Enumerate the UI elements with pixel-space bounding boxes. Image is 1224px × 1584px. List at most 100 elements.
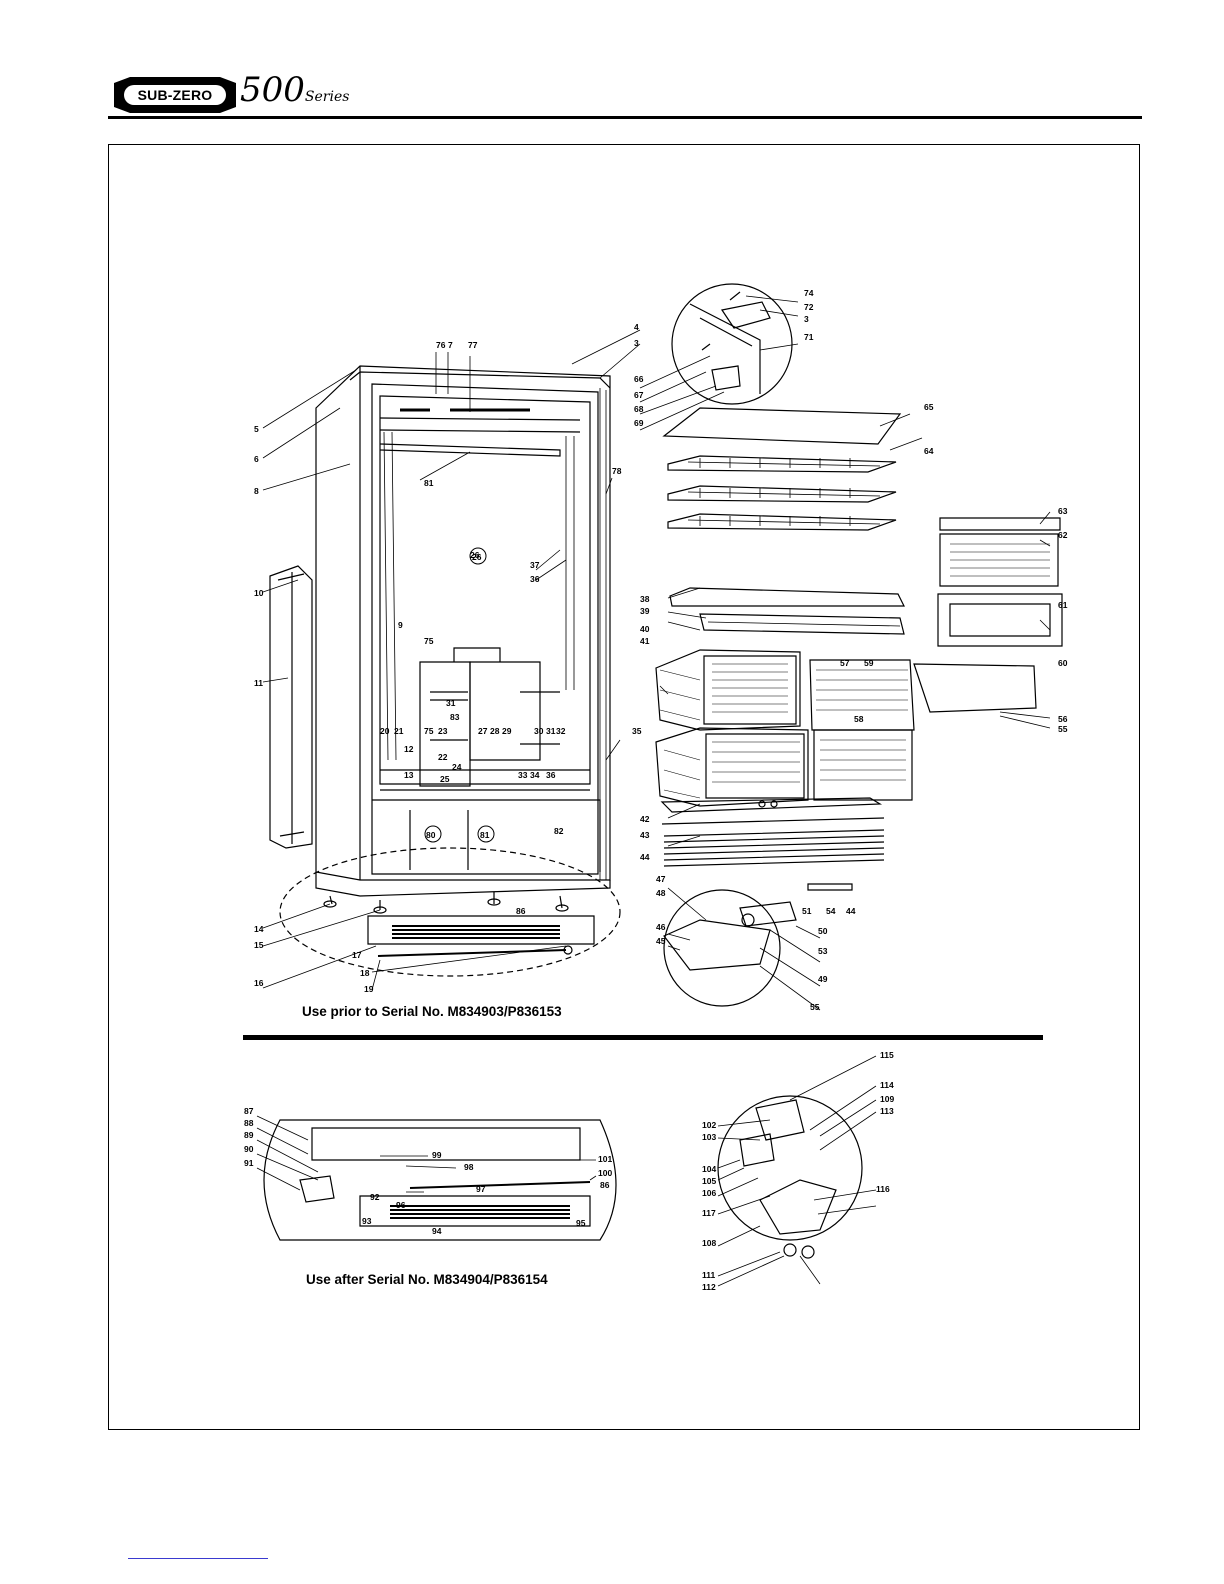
callout-label: 77 — [468, 340, 478, 350]
kick-plate-prior — [279, 847, 621, 977]
callout-label: 113 — [880, 1106, 894, 1116]
callout-label: 24 — [452, 762, 462, 772]
callout-label: 99 — [432, 1150, 442, 1160]
callout-label: 44 — [640, 852, 650, 862]
callout-label: 5 — [254, 424, 259, 434]
callout-labels: 76 7 77 4 3 5 6 8 10 11 81 26 37 36 9 75… — [244, 288, 1068, 1292]
callout-label: 54 — [826, 906, 836, 916]
door-bin — [937, 517, 1063, 647]
callout-label: 42 — [640, 814, 650, 824]
callout-label: 92 — [370, 1192, 380, 1202]
callout-label: 109 — [880, 1094, 894, 1104]
callout-label: 29 — [502, 726, 512, 736]
callout-label: 16 — [254, 978, 264, 988]
callout-label: 105 — [702, 1176, 716, 1186]
callout-label: 48 — [656, 888, 666, 898]
callout-label: 114 — [880, 1080, 894, 1090]
callout-label: 21 — [394, 726, 404, 736]
callout-label: 53 — [818, 946, 828, 956]
diagram-frame — [108, 144, 1140, 1430]
callout-label: 12 — [404, 744, 414, 754]
section-divider — [243, 1035, 1043, 1040]
callout-label: 68 — [634, 404, 644, 414]
callout-label: 7 — [448, 340, 453, 350]
callout-label: 115 — [880, 1050, 894, 1060]
hinge-after — [717, 1095, 863, 1259]
callout-label: 31 — [546, 726, 556, 736]
leader-lines — [256, 295, 1051, 1287]
callout-label: 64 — [924, 446, 934, 456]
callout-label: 40 — [640, 624, 650, 634]
callout-label: 37 — [530, 560, 540, 570]
callout-label: 15 — [254, 940, 264, 950]
callout-label: 111 — [702, 1270, 716, 1280]
callout-label: 10 — [254, 588, 264, 598]
callout-label: 108 — [702, 1238, 716, 1248]
callout-label: 98 — [464, 1162, 474, 1172]
callout-label: 88 — [244, 1118, 254, 1128]
callout-label: 34 — [530, 770, 540, 780]
callout-label: 28 — [490, 726, 500, 736]
callout-label: 78 — [612, 466, 622, 476]
callout-label: 94 — [432, 1226, 442, 1236]
callout-label: 8 — [254, 486, 259, 496]
brand-name: SUB-ZERO — [137, 87, 213, 103]
sub-zero-logo — [114, 77, 236, 113]
callout-label: 58 — [854, 714, 864, 724]
callout-label: 97 — [476, 1184, 486, 1194]
callout-label: 49 — [818, 974, 828, 984]
callout-label: 31 — [446, 698, 456, 708]
callout-label: 59 — [864, 658, 874, 668]
caption-prior-serial: Use prior to Serial No. M834903/P836153 — [302, 1004, 562, 1019]
footer-link-underline[interactable] — [128, 1558, 268, 1559]
header-rule — [108, 116, 1142, 119]
callout-label: 75 — [424, 726, 434, 736]
callout-label: 80 — [426, 830, 436, 840]
refrigerator-cabinet — [315, 365, 611, 897]
series-number: 500 — [240, 70, 305, 110]
callout-label: 82 — [554, 826, 564, 836]
callout-label: 91 — [244, 1158, 254, 1168]
callout-label: 9 — [398, 620, 403, 630]
series-mark: 500Series — [240, 64, 349, 116]
series-word: Series — [304, 89, 350, 105]
callout-label: 38 — [640, 594, 650, 604]
callout-label: 18 — [360, 968, 370, 978]
callout-label: 60 — [1058, 658, 1068, 668]
callout-label: 13 — [404, 770, 414, 780]
callout-label: 20 — [380, 726, 390, 736]
callout-label: 47 — [656, 874, 666, 884]
callout-label: 57 — [840, 658, 850, 668]
callout-label: 81 — [480, 830, 490, 840]
circled-labels: 26 — [424, 547, 495, 843]
callout-label: 23 — [438, 726, 448, 736]
callout-label: 67 — [634, 390, 644, 400]
callout-label: 3 — [634, 338, 639, 348]
callout-label: 62 — [1058, 530, 1068, 540]
callout-label: 3 — [804, 314, 809, 324]
callout-label: 25 — [440, 774, 450, 784]
callout-label: 96 — [396, 1200, 406, 1210]
callout-label: 36 — [546, 770, 556, 780]
bottom-hinge-detail — [663, 883, 853, 1007]
callout-label: 45 — [656, 936, 666, 946]
door-gasket — [269, 565, 313, 849]
crisper-drawers — [655, 649, 1037, 807]
callout-label: 39 — [640, 606, 650, 616]
callout-label: 30 — [534, 726, 544, 736]
page-header: SUB-ZERO 500Series — [108, 58, 1142, 120]
callout-label: 4 — [634, 322, 639, 332]
callout-label: 14 — [254, 924, 264, 934]
callout-label: 93 — [362, 1216, 372, 1226]
callout-label: 66 — [634, 374, 644, 384]
callout-label: 63 — [1058, 506, 1068, 516]
callout-label: 74 — [804, 288, 814, 298]
callout-label: 27 — [478, 726, 488, 736]
callout-label: 44 — [846, 906, 856, 916]
callout-label: 106 — [702, 1188, 716, 1198]
callout-label: 56 — [1058, 714, 1068, 724]
callout-label: 55 — [1058, 724, 1068, 734]
callout-label: 41 — [640, 636, 650, 646]
callout-label: 75 — [424, 636, 434, 646]
